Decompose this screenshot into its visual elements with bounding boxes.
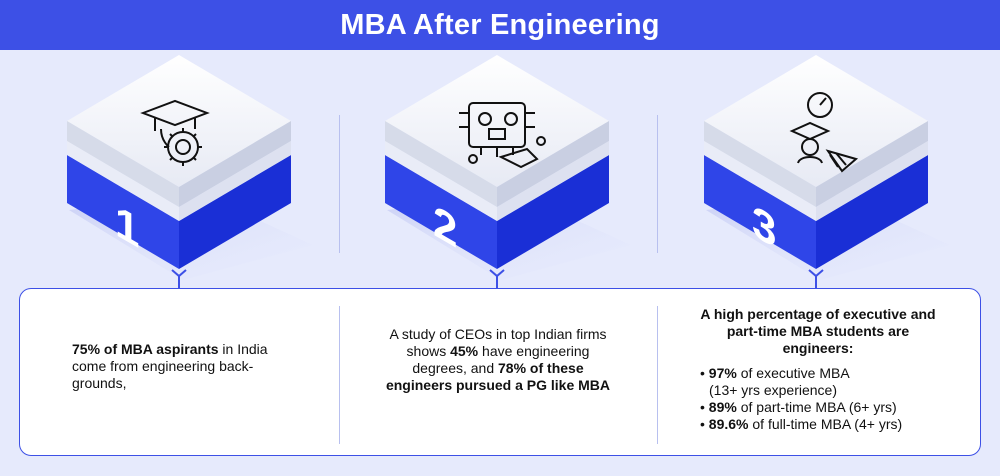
- list-item-text: of full-time MBA (4+ yrs): [748, 416, 903, 432]
- list-item-value: 89.6%: [708, 416, 749, 432]
- cube-2: 2: [351, 55, 651, 295]
- col2-highlight-2: 78% of these engineers pursued a PG like…: [385, 360, 611, 393]
- divider-upper-2: [657, 115, 658, 253]
- list-item: • 89.6% of full-time MBA (4+ yrs): [700, 416, 960, 433]
- list-item-value: 89%: [708, 399, 737, 415]
- col1-text: 75% of MBA aspirants in India come from …: [72, 341, 302, 392]
- col2-part-a: A study of CEOs in top Indian firms show…: [389, 326, 607, 359]
- connector-2: [489, 269, 505, 290]
- cube-3-graphic: 3: [704, 55, 950, 280]
- student-gauge-chart-icon: [789, 92, 859, 173]
- connector-3: [808, 269, 824, 290]
- col1-body: in India come from engineering back-grou…: [72, 341, 268, 391]
- page-title: MBA After Engineering: [340, 8, 660, 41]
- connector-1: [171, 269, 187, 290]
- divider-lower-2: [657, 306, 658, 444]
- info-panel: [19, 288, 981, 456]
- title-bar: MBA After Engineering: [0, 0, 1000, 50]
- col1-highlight: 75% of MBA aspirants: [72, 341, 219, 357]
- col2-highlight-1: 45%: [450, 343, 479, 359]
- col2-part-c: have engineering degrees, and: [412, 343, 590, 376]
- graduation-cap-gear-icon: [140, 99, 210, 166]
- list-item: • 97% of executive MBA: [700, 365, 960, 382]
- col3-heading: A high percentage of executive and part-…: [700, 306, 936, 356]
- cube-2-graphic: 2: [385, 55, 631, 280]
- bullet: •: [700, 365, 705, 381]
- cube-1: 1: [33, 55, 333, 295]
- divider-lower-1: [339, 306, 340, 444]
- bullet: •: [700, 416, 705, 432]
- list-item: • 89% of part-time MBA (6+ yrs): [700, 399, 960, 416]
- connectors: [171, 269, 824, 290]
- cube-1-graphic: 1: [67, 55, 313, 280]
- circuit-board-robot-icon: [459, 102, 546, 169]
- col3-list: • 97% of executive MBA (13+ yrs experien…: [700, 365, 960, 433]
- bullet: •: [700, 399, 705, 415]
- divider-upper-1: [339, 115, 340, 253]
- list-item-text: of executive MBA: [736, 365, 850, 381]
- list-item-sub: (13+ yrs experience): [709, 382, 838, 398]
- col2-text: A study of CEOs in top Indian firms show…: [378, 326, 618, 394]
- list-item-text: of part-time MBA (6+ yrs): [736, 399, 897, 415]
- list-item-value: 97%: [708, 365, 737, 381]
- cube-3: 3: [670, 55, 970, 295]
